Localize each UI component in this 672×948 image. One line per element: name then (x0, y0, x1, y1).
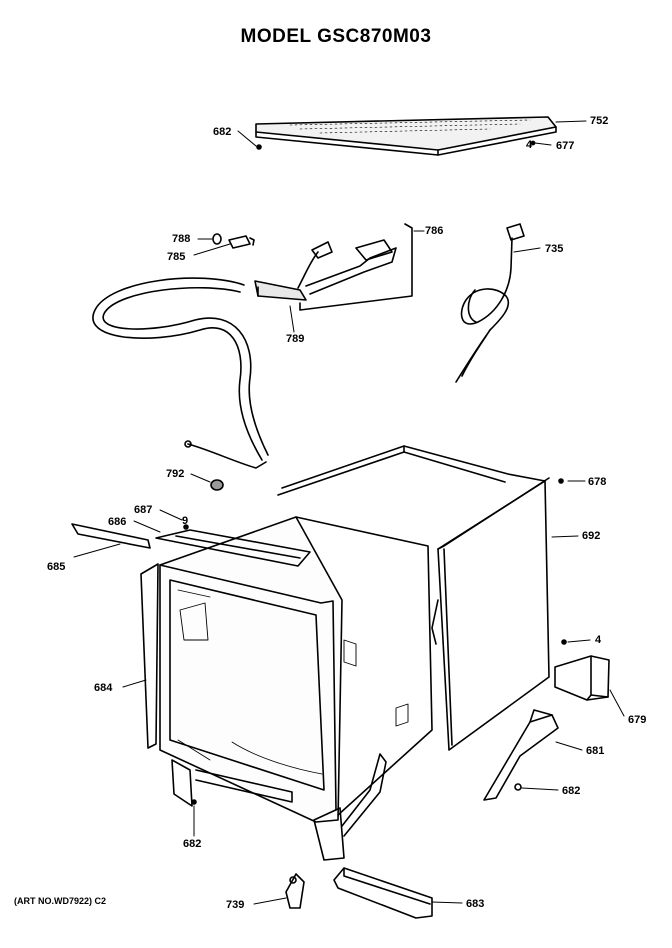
label-685: 685 (47, 561, 66, 573)
legs (171, 753, 387, 861)
block-679 (554, 655, 610, 701)
art-number-note: (ART NO.WD7922) C2 (14, 896, 107, 906)
label-683: 683 (466, 898, 485, 910)
label-788: 788 (172, 233, 191, 245)
o-ring-788 (212, 233, 222, 245)
label-679: 679 (628, 714, 647, 726)
label-692: 692 (582, 530, 601, 542)
screw-678 (558, 478, 564, 484)
bracket-681 (483, 709, 559, 801)
label-792: 792 (166, 468, 185, 480)
rear-frame (277, 445, 546, 496)
label-682-bottom: 682 (183, 838, 202, 850)
label-785: 785 (167, 251, 186, 263)
gasket-684 (140, 563, 159, 749)
label-9: 9 (182, 515, 189, 527)
label-677: 677 (556, 140, 575, 152)
screw-682-bottom (191, 799, 197, 805)
clip-739 (285, 873, 305, 909)
strip-685 (71, 523, 151, 549)
label-682-bracket: 682 (562, 785, 581, 797)
kickplate-683 (333, 867, 433, 919)
label-682-top: 682 (213, 126, 232, 138)
screw-682-top (256, 144, 262, 150)
label-752: 752 (590, 115, 609, 127)
label-739: 739 (226, 899, 245, 911)
power-cord-735 (455, 223, 525, 383)
label-786: 786 (425, 225, 444, 237)
screw-682-bracket (514, 783, 522, 791)
label-4-top: 4 (526, 139, 533, 151)
top-panel-752 (255, 116, 557, 156)
label-686: 686 (108, 516, 127, 528)
rail-686 (155, 529, 311, 567)
label-4-side: 4 (595, 634, 602, 646)
label-678: 678 (588, 476, 607, 488)
screw-9 (183, 524, 189, 530)
label-684: 684 (94, 682, 113, 694)
label-687: 687 (134, 504, 153, 516)
label-681: 681 (586, 745, 605, 757)
diagram-title: MODEL GSC870M03 (240, 26, 432, 47)
hose-and-harness-786 (92, 223, 413, 469)
fitting-785 (228, 235, 255, 249)
grommet-792 (210, 479, 224, 491)
screw-4-side (561, 639, 567, 645)
label-735: 735 (545, 243, 564, 255)
tub-body (159, 516, 433, 823)
label-789: 789 (286, 333, 305, 345)
side-panel-692 (431, 477, 550, 751)
